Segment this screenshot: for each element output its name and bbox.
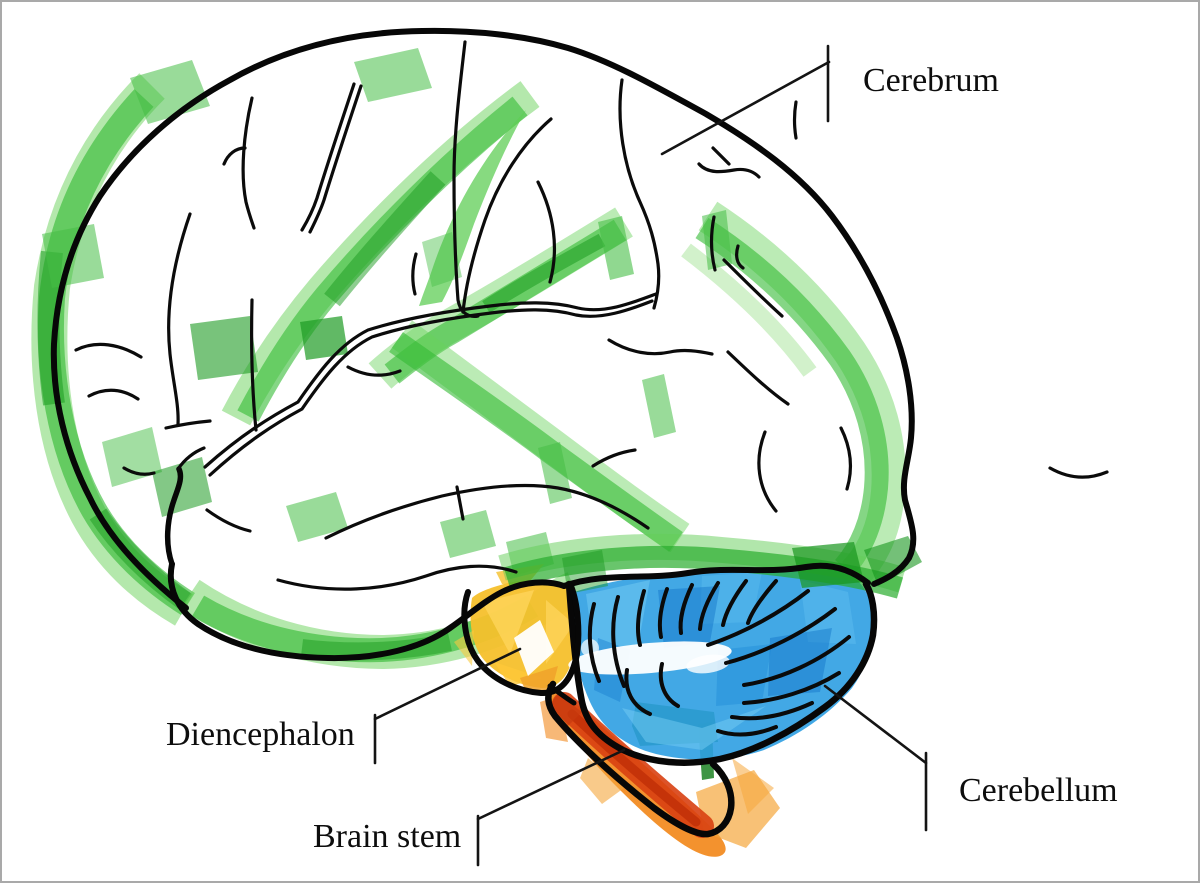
leader-lines xyxy=(373,44,928,867)
brain-outlines xyxy=(50,27,917,838)
diencephalon-leader-line xyxy=(373,647,522,765)
cerebrum-sulci xyxy=(74,40,1109,591)
stem-top-mark xyxy=(547,683,577,706)
brain-stem-leader-line xyxy=(476,748,626,867)
green-strip-over-cerebellum xyxy=(498,533,922,599)
brain-stem-outline xyxy=(545,680,735,838)
cerebellum-folia-lines xyxy=(587,579,851,737)
label-cerebellum: Cerebellum xyxy=(959,772,1118,809)
temporal-lobe-outline xyxy=(167,561,567,662)
cerebellum-outline xyxy=(565,580,878,766)
cerebrum-bottom-edge xyxy=(561,562,871,589)
cerebrum-outline xyxy=(50,27,917,611)
label-diencephalon: Diencephalon xyxy=(166,716,355,753)
label-cerebrum: Cerebrum xyxy=(863,62,999,99)
label-brain-stem: Brain stem xyxy=(313,818,462,855)
cerebrum-leader-line xyxy=(660,44,831,156)
diencephalon-outline xyxy=(461,583,582,696)
cerebellum-leader-line xyxy=(823,684,928,832)
temporal-pole-outline xyxy=(164,466,184,567)
